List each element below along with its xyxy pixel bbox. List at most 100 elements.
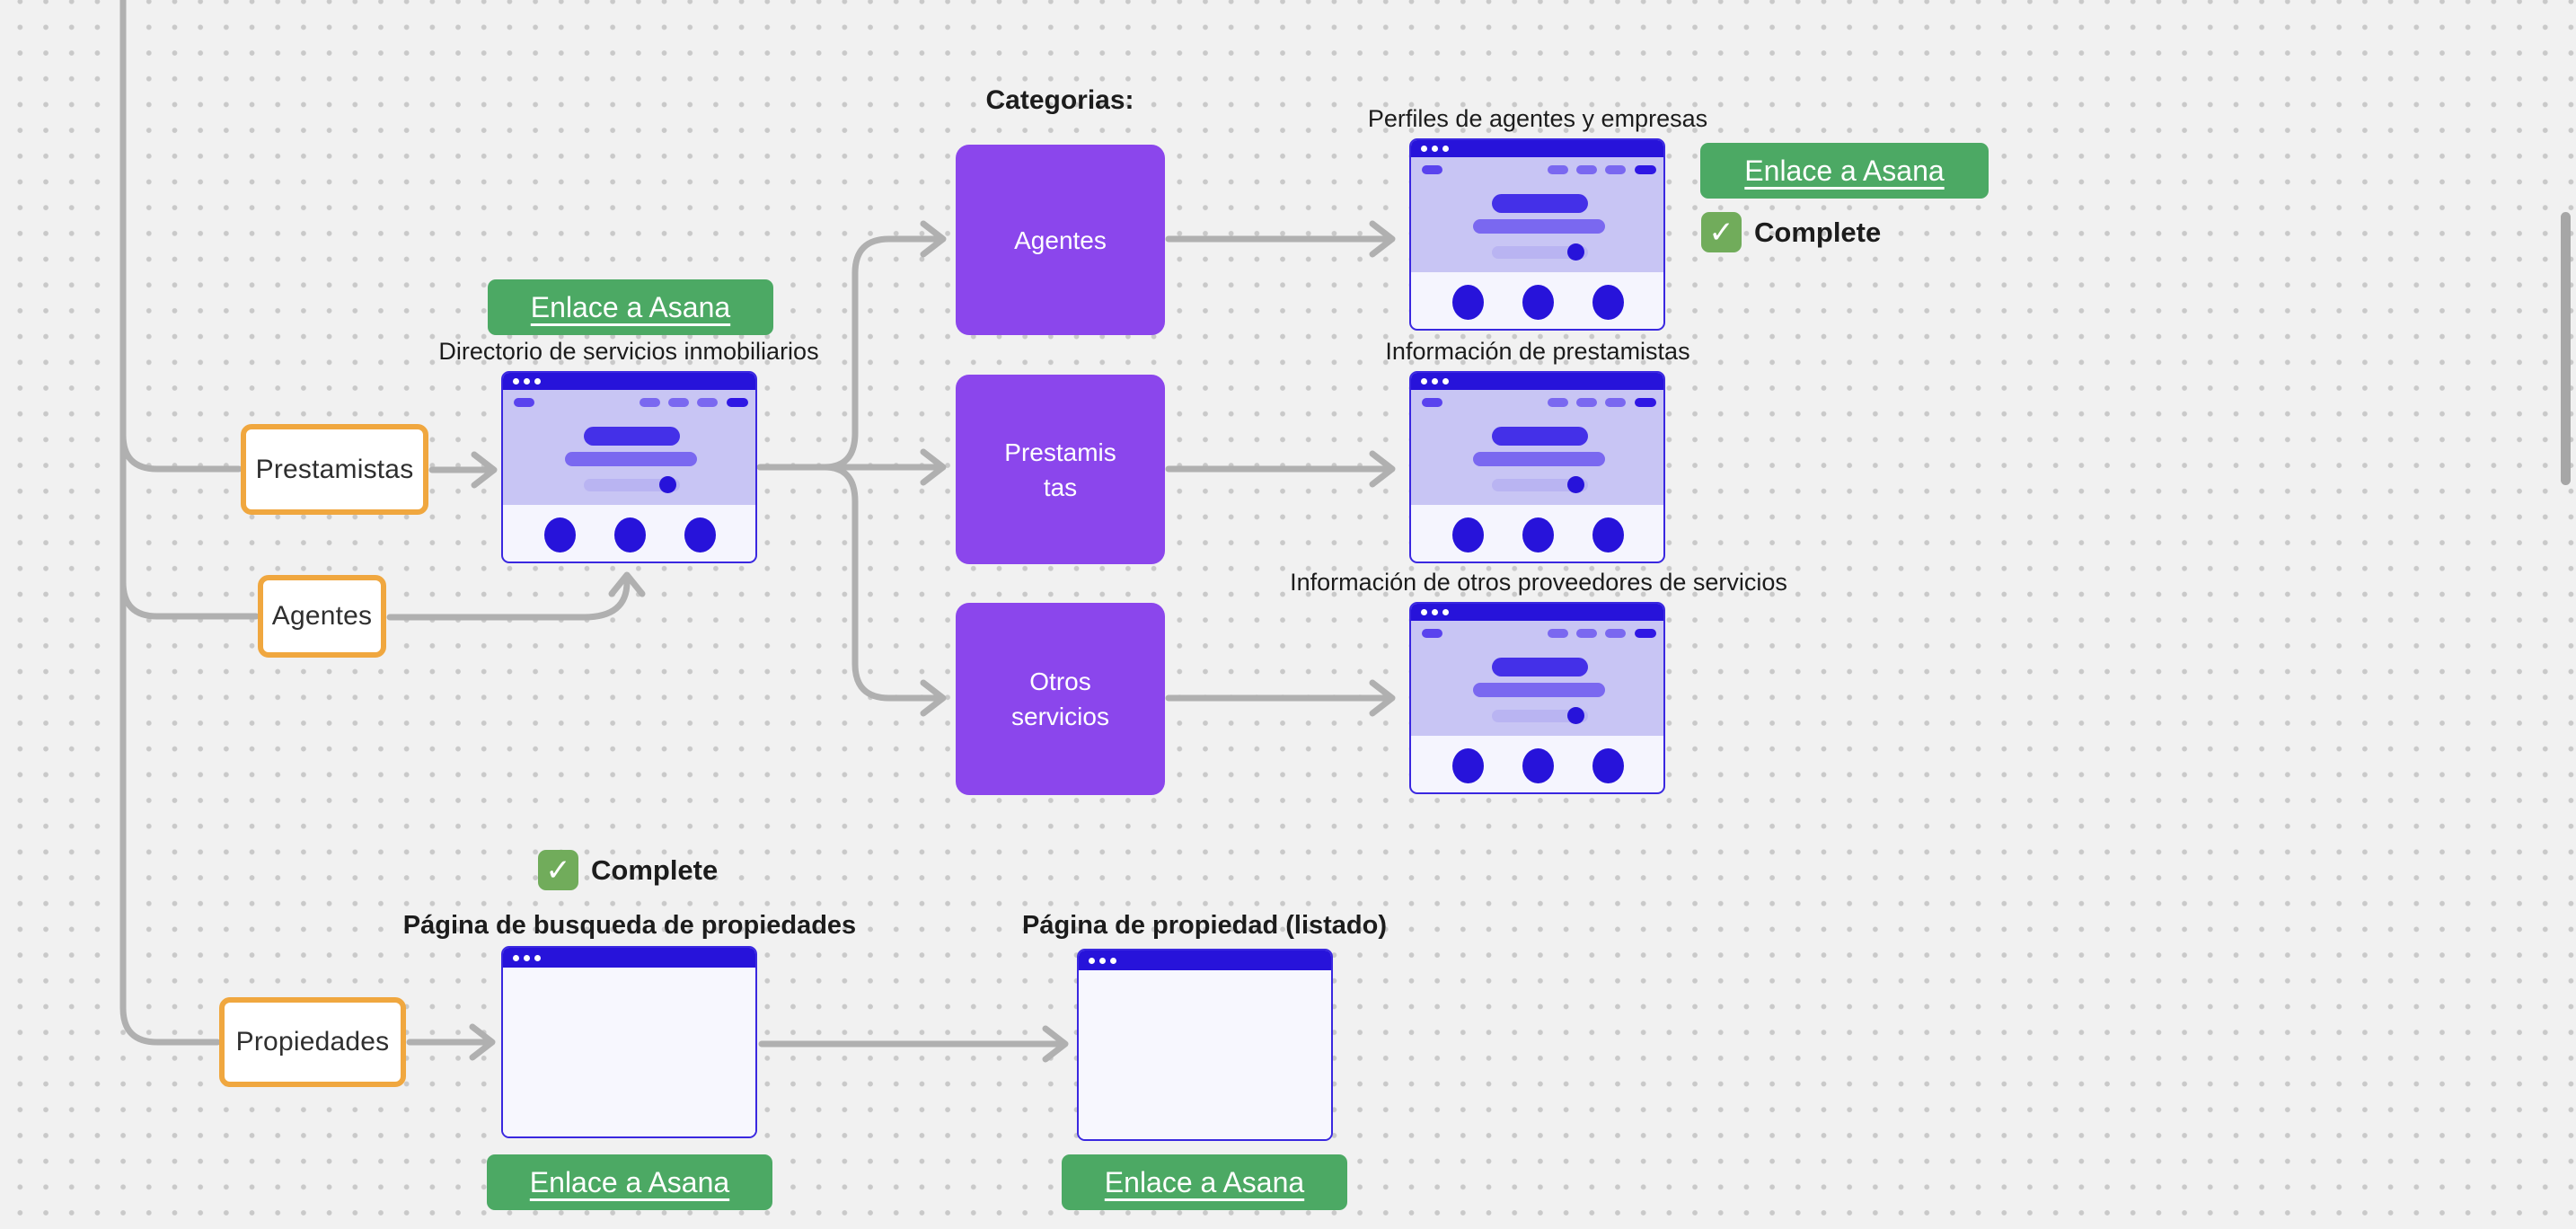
content-pill — [727, 398, 748, 407]
content-pill — [565, 452, 697, 466]
connector-branch-agentes — [119, 579, 260, 620]
check-icon: ✓ — [545, 853, 571, 888]
browser-thumbnail-perfiles[interactable] — [1409, 138, 1665, 331]
category-agentes-label: Agentes — [1014, 225, 1107, 254]
category-card-agentes[interactable]: Agentes — [956, 145, 1165, 335]
asana-link-button-directorio[interactable]: Enlace a Asana — [488, 279, 773, 335]
content-pill — [1422, 165, 1442, 174]
page-title-propiedad-listado: Página de propiedad (listado) — [1021, 911, 1388, 940]
window-dot-icon — [1421, 609, 1427, 615]
content-pill — [668, 398, 689, 407]
browser-thumbnail-propiedad-listado[interactable] — [1077, 949, 1333, 1141]
arrowhead-icon — [1369, 220, 1396, 258]
browser-titlebar — [1411, 604, 1663, 621]
window-dot-icon — [1442, 378, 1449, 385]
content-dot — [659, 476, 676, 493]
arrowhead-icon — [1369, 450, 1396, 488]
category-prestamistas-label: Prestamistas — [1004, 438, 1116, 501]
category-card-prestamistas[interactable]: Prestamistas — [956, 375, 1165, 564]
node-agentes[interactable]: Agentes — [258, 575, 386, 658]
check-icon: ✓ — [1708, 215, 1734, 250]
asana-link-button-propiedad-listado[interactable]: Enlace a Asana — [1062, 1154, 1347, 1210]
node-prestamistas-label: Prestamistas — [255, 454, 414, 484]
window-dot-icon — [1421, 378, 1427, 385]
complete-checkbox[interactable]: ✓ — [538, 850, 578, 890]
connector-fanout-up — [821, 235, 940, 471]
content-pill — [1422, 398, 1442, 407]
complete-status-perfiles: ✓ Complete — [1701, 212, 1881, 252]
window-dot-icon — [1432, 146, 1438, 152]
window-dot-icon — [1089, 957, 1095, 964]
browser-thumbnail-directorio[interactable] — [501, 371, 757, 563]
content-circle — [544, 517, 576, 553]
category-otros-label: Otros servicios — [1011, 668, 1109, 730]
content-pill — [584, 427, 680, 446]
browser-titlebar — [1411, 140, 1663, 157]
browser-content — [503, 390, 755, 505]
browser-content — [1411, 621, 1663, 736]
browser-thumbnail-info-otros[interactable] — [1409, 602, 1665, 794]
arrowhead-icon — [469, 1023, 496, 1061]
content-pill — [1492, 194, 1588, 213]
complete-checkbox[interactable]: ✓ — [1701, 212, 1742, 252]
asana-link-button-busqueda[interactable]: Enlace a Asana — [487, 1154, 772, 1210]
asana-link-label: Enlace a Asana — [1744, 154, 1945, 187]
browser-titlebar — [503, 373, 755, 390]
arrowhead-icon — [920, 679, 947, 717]
vertical-scrollbar-thumb[interactable] — [2561, 212, 2571, 485]
content-circle — [1592, 517, 1624, 553]
page-title-busqueda: Página de busqueda de propiedades — [402, 911, 857, 940]
content-circle — [1522, 517, 1554, 553]
browser-content — [1411, 390, 1663, 505]
content-pill — [1548, 629, 1568, 638]
content-pill — [1605, 629, 1626, 638]
browser-footer — [1411, 505, 1663, 561]
window-dot-icon — [1442, 609, 1449, 615]
content-circle — [1452, 517, 1484, 553]
node-propiedades[interactable]: Propiedades — [219, 997, 406, 1087]
content-pill — [1576, 165, 1597, 174]
content-dot — [1567, 707, 1584, 724]
window-dot-icon — [1442, 146, 1449, 152]
content-pill — [1635, 398, 1656, 407]
content-pill — [1492, 243, 1588, 261]
content-pill — [1605, 398, 1626, 407]
content-pill — [1635, 165, 1656, 174]
content-pill — [697, 398, 718, 407]
content-pill — [1422, 629, 1442, 638]
window-dot-icon — [513, 378, 519, 385]
content-circle — [684, 517, 716, 553]
content-pill — [1473, 452, 1605, 466]
window-dot-icon — [1110, 957, 1116, 964]
window-dot-icon — [524, 954, 530, 961]
node-prestamistas[interactable]: Prestamistas — [241, 424, 428, 515]
browser-thumbnail-info-prestamistas[interactable] — [1409, 371, 1665, 563]
asana-link-button-perfiles[interactable]: Enlace a Asana — [1700, 143, 1989, 199]
browser-content — [1079, 970, 1331, 1139]
category-card-otros-servicios[interactable]: Otros servicios — [956, 603, 1165, 795]
content-circle — [1452, 748, 1484, 783]
arrowhead-icon — [1369, 679, 1396, 717]
content-dot — [1567, 476, 1584, 493]
content-pill — [1492, 658, 1588, 676]
window-dot-icon — [534, 378, 541, 385]
arrowhead-icon — [471, 451, 498, 489]
content-circle — [614, 517, 646, 553]
page-title-info-prestamistas: Información de prestamistas — [1385, 338, 1690, 365]
asana-link-label: Enlace a Asana — [530, 290, 731, 323]
asana-link-label: Enlace a Asana — [529, 1165, 730, 1198]
arrowhead-icon — [1042, 1025, 1069, 1063]
content-pill — [640, 398, 660, 407]
browser-footer — [1411, 736, 1663, 792]
connector-branch-prestamistas — [119, 431, 243, 473]
browser-content — [503, 968, 755, 1136]
browser-thumbnail-busqueda[interactable] — [501, 946, 757, 1138]
browser-titlebar — [1079, 950, 1331, 970]
browser-content — [1411, 157, 1663, 272]
categories-heading: Categorias: — [985, 85, 1134, 115]
arrowhead-icon — [920, 220, 947, 258]
browser-footer — [503, 505, 755, 561]
arrowhead-icon — [920, 448, 947, 486]
